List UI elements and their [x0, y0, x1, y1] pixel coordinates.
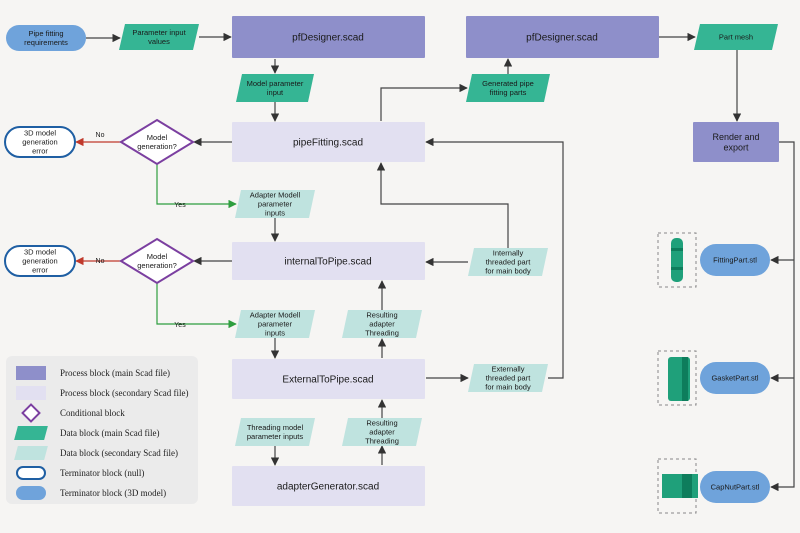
part-mesh-label: Part mesh: [719, 33, 753, 42]
legend-label-conditional: Conditional block: [60, 408, 125, 418]
fitting-part-thumbnail-ring-1: [671, 248, 683, 251]
pfdesigner-top-process: [232, 16, 425, 58]
legend-symbol-data-main: [14, 426, 48, 440]
pipefitting-process: [232, 122, 425, 162]
legend-symbol-conditional: [21, 403, 41, 423]
adapter-inputs-1-data: [235, 190, 315, 218]
model-parameter-input-data: [236, 74, 314, 102]
internaltopipe-process: [232, 242, 425, 280]
externally-threaded-data: [468, 364, 548, 392]
edge-externally-threaded-to-pipefitting: [425, 137, 564, 379]
model-generation-1-decision: [119, 118, 195, 166]
capnut-part-thumbnail-shade: [682, 474, 692, 498]
shapes: [4, 16, 779, 514]
capnut-part-thumbnail-image: [662, 474, 698, 498]
fitting-part-terminator: [700, 244, 770, 276]
pipe-fitting-label: pipeFitting.scad: [293, 138, 363, 149]
edge-label-no-1: No: [96, 132, 105, 139]
edge-internal-to-pipefitting: [376, 162, 509, 248]
pfdesigner-right-process: [466, 16, 659, 58]
legend-label-terminator-null: Terminator block (null): [60, 468, 145, 478]
part-mesh-data: [694, 24, 778, 50]
adaptergenerator-process: [232, 466, 425, 506]
gasket-part-thumbnail-shade: [682, 357, 688, 401]
adapter-inputs-2-data: [235, 310, 315, 338]
parameter-input-data: [119, 24, 199, 50]
internally-threaded-data: [468, 248, 548, 276]
edge-label-yes-2: Yes: [174, 322, 186, 329]
capnut-part-thumbnail-frame: [657, 458, 697, 514]
edge-render-to-capnut: [770, 141, 795, 492]
threading-inputs-data: [235, 418, 315, 446]
legend-row-data-secondary: Data block (secondary Scad file): [14, 444, 178, 462]
legend-row-conditional: Conditional block: [16, 403, 125, 423]
legend-symbol-terminator-3d: [16, 486, 46, 500]
fitting-part-label: FittingPart.stl: [713, 256, 757, 265]
fitting-part-thumbnail-ring-2: [671, 267, 683, 270]
legend-symbol-terminator-null: [16, 466, 46, 480]
edge-label-yes-1: Yes: [174, 202, 186, 209]
legend: Process block (main Scad file) Process bl…: [6, 356, 198, 504]
adapter-generator-label: adapterGenerator.scad: [277, 482, 379, 493]
pipe-requirements-terminator: [6, 25, 86, 51]
render-export-process: [693, 122, 779, 162]
model-generation-2-decision: [119, 237, 195, 285]
legend-symbol-data-secondary: [14, 446, 48, 460]
fitting-part-thumbnail-image: [671, 238, 683, 282]
resulting-threading-1-data: [342, 310, 422, 338]
legend-row-process-secondary: Process block (secondary Scad file): [16, 384, 188, 402]
legend-row-terminator-3d: Terminator block (3D model): [16, 484, 166, 502]
edge-pipefitting-to-generated: [380, 83, 468, 121]
edge-decision-1-yes: [156, 164, 237, 209]
internal-to-pipe-label: internalToPipe.scad: [284, 257, 371, 268]
edges: [75, 32, 795, 492]
legend-symbol-process-main: [16, 366, 46, 380]
legend-label-process-main: Process block (main Scad file): [60, 368, 170, 378]
edge-decision-2-yes: [156, 283, 237, 329]
gasket-part-thumbnail-frame: [657, 350, 697, 406]
legend-row-data-main: Data block (main Scad file): [14, 424, 160, 442]
legend-symbol-process-secondary: [16, 386, 46, 400]
fitting-part-thumbnail-frame: [657, 232, 697, 288]
legend-row-terminator-null: Terminator block (null): [16, 464, 144, 482]
gasket-part-label: GasketPart.stl: [711, 374, 758, 383]
gasket-part-terminator: [700, 362, 770, 394]
legend-row-process-main: Process block (main Scad file): [16, 364, 170, 382]
legend-label-data-secondary: Data block (secondary Scad file): [60, 448, 178, 458]
pfdesigner-top-label: pfDesigner.scad: [292, 33, 364, 44]
external-to-pipe-label: ExternalToPipe.scad: [282, 375, 373, 386]
generated-parts-data: [466, 74, 550, 102]
pfdesigner-right-label: pfDesigner.scad: [526, 33, 598, 44]
error-2-terminator: [4, 245, 76, 277]
legend-label-process-secondary: Process block (secondary Scad file): [60, 388, 189, 398]
externaltopipe-process: [232, 359, 425, 399]
capnut-part-terminator: [700, 471, 770, 503]
edge-label-no-2: No: [96, 258, 105, 265]
legend-label-terminator-3d: Terminator block (3D model): [60, 488, 167, 498]
resulting-threading-2-data: [342, 418, 422, 446]
capnut-part-label: CapNutPart.stl: [711, 483, 760, 492]
legend-label-data-main: Data block (main Scad file): [60, 428, 160, 438]
error-1-terminator: [4, 126, 76, 158]
